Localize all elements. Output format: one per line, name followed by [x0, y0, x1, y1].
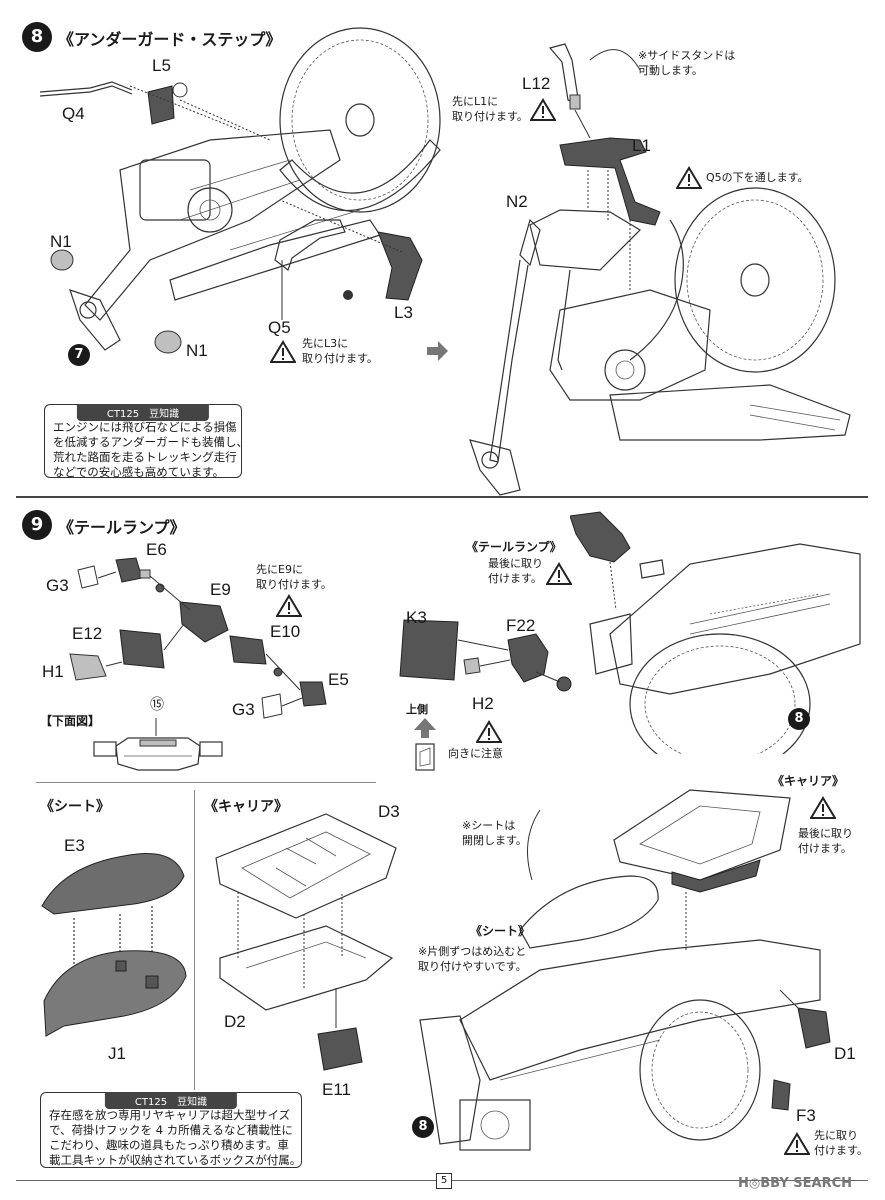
part-label-N1-top: N1 [50, 232, 72, 251]
warning-icon [270, 340, 296, 363]
part-label-G3-top: G3 [46, 576, 69, 595]
trivia-text: エンジンには飛び石などによる損傷を低減するアンダーガードも装備し、 荒れた路面を… [53, 420, 249, 479]
bottom-view-label: 【下面図】 [40, 714, 101, 728]
note-q5-under: Q5の下を通します。 [706, 171, 809, 184]
step8-right-drawing [469, 43, 851, 496]
seat-title: 《シート》 [40, 799, 110, 815]
note-l3-first: 先にL3に取り付けます。 [302, 337, 378, 365]
warning-icon [276, 594, 302, 617]
part-label-F3: F3 [796, 1106, 816, 1125]
part-label-G3-bottom: G3 [232, 700, 255, 719]
note-carrier-last: 最後に取り付けます。 [798, 827, 853, 855]
assembly-carrier-subtitle: 《キャリア》 [772, 774, 845, 788]
part-label-N2: N2 [506, 192, 528, 211]
assembly-seat-subtitle: 《シート》 [470, 924, 531, 938]
final-assembly-drawing [419, 789, 831, 1151]
note-tail-lamp-last: 最後に取り付けます。 [488, 557, 543, 585]
warning-icon [676, 166, 702, 189]
part-label-L12: L12 [522, 74, 551, 93]
step9-badge: 9 [22, 510, 52, 540]
seat-drawing [41, 853, 187, 1037]
upper-side-arrow-icon [414, 718, 436, 771]
carrier-drawing [215, 813, 397, 1071]
part-label-E3: E3 [64, 836, 85, 855]
ref-badge-step7: 7 [68, 344, 90, 366]
part-label-E10: E10 [270, 622, 301, 641]
note-seat-opens: ※シートは開閉します。 [462, 819, 527, 847]
warning-icon [784, 1132, 810, 1155]
tail-lamp-subtitle: 《テールランプ》 [466, 540, 562, 554]
trivia-text: 存在感を放つ専用リヤキャリアは超大型サイズで、荷掛けフックを 4 カ所備えるなど… [49, 1108, 302, 1167]
watermark: H◎BBY SEARCH [738, 1176, 853, 1191]
step8-badge: 8 [22, 22, 52, 52]
part-label-N1-bottom: N1 [186, 341, 208, 360]
warning-icon [476, 720, 502, 743]
step9-title: 《テールランプ》 [58, 518, 186, 537]
part-label-E12: E12 [72, 624, 103, 643]
part-label-K3: K3 [406, 608, 427, 627]
step8-title: 《アンダーガード・ステップ》 [58, 30, 282, 49]
part-label-Q5: Q5 [268, 318, 291, 337]
trivia-heading: CT125 豆知識 [104, 1092, 238, 1109]
ref-badge-step8: 8 [412, 1116, 434, 1138]
part-label-J1: J1 [108, 1044, 126, 1063]
upper-side-label: 上側 [406, 703, 428, 716]
tail-lamp-installed-drawing [570, 511, 861, 754]
note-l1-first: 先にL1に取り付けます。 [452, 95, 528, 123]
tail-lamp-parts-drawing [69, 557, 327, 719]
license-plate-parts-drawing [399, 619, 572, 692]
note-direction: 向きに注意 [448, 747, 503, 760]
part-label-F22: F22 [506, 616, 536, 635]
note-side-stand: ※サイドスタンドは可動します。 [638, 49, 736, 77]
section-divider [194, 790, 195, 1090]
part-label-Q4: Q4 [62, 104, 85, 123]
page-number: 5 [436, 1173, 452, 1189]
warning-icon [530, 98, 556, 121]
note-f3-first: 先に取り付けます。 [814, 1129, 868, 1157]
step8-trivia-box: CT125 豆知識 エンジンには飛び石などによる損傷を低減するアンダーガードも装… [44, 404, 248, 479]
next-arrow-icon [427, 341, 448, 361]
part-label-H1: H1 [42, 662, 64, 681]
part-label-L5: L5 [152, 56, 171, 75]
carrier-title: 《キャリア》 [204, 799, 288, 815]
bottom-view-drawing [93, 718, 223, 771]
bottom-view-number: ⑮ [150, 697, 164, 713]
part-label-L3: L3 [394, 303, 413, 322]
warning-icon [810, 796, 836, 819]
part-label-E6: E6 [146, 540, 167, 559]
part-label-D1: D1 [834, 1044, 856, 1063]
part-label-E9: E9 [210, 580, 231, 599]
part-label-E5: E5 [328, 670, 349, 689]
section-divider [16, 496, 868, 498]
note-seat-tip: ※片側ずつはめ込むと取り付けやすいです。 [418, 945, 527, 973]
step8-left-drawing [39, 27, 441, 354]
part-label-H2: H2 [472, 694, 494, 713]
trivia-heading: CT125 豆知識 [76, 404, 210, 421]
carrier-trivia-box: CT125 豆知識 存在感を放つ専用リヤキャリアは超大型サイズで、荷掛けフックを… [40, 1092, 302, 1168]
part-label-E11: E11 [322, 1080, 351, 1099]
note-e9-first: 先にE9に取り付けます。 [256, 563, 332, 591]
part-label-D2: D2 [224, 1012, 246, 1031]
part-label-D3: D3 [378, 802, 400, 821]
warning-icon [546, 562, 572, 585]
ref-badge-step8: 8 [788, 708, 810, 730]
section-divider [36, 782, 376, 783]
part-label-L1: L1 [632, 136, 651, 155]
